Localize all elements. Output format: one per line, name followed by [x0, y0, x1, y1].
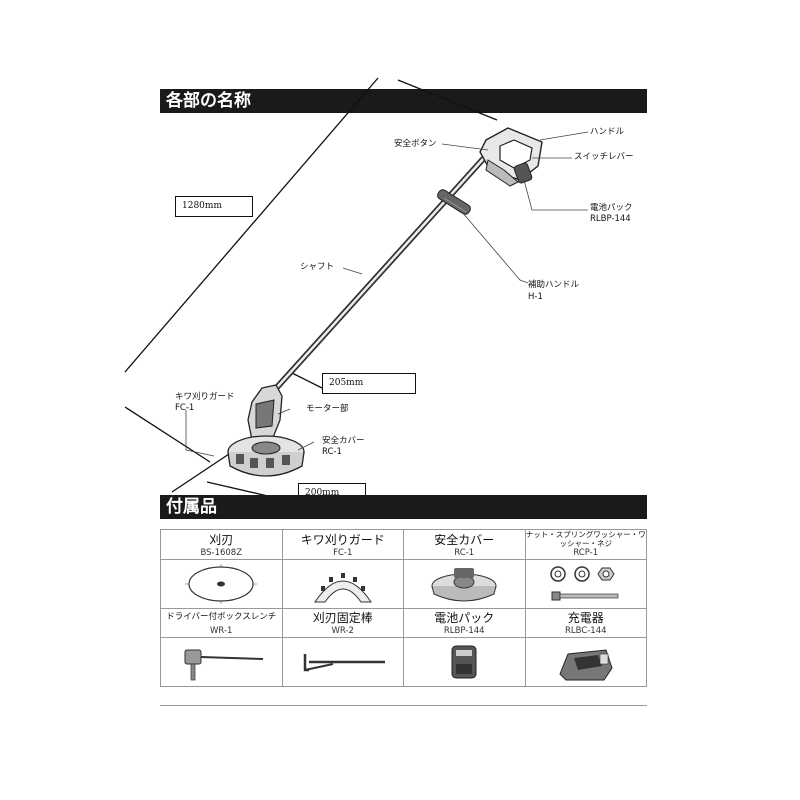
handle-assembly	[479, 127, 543, 187]
battery-on-tool	[513, 162, 533, 184]
label-battery-name: 電池パック	[590, 203, 633, 213]
acc-code-edge-guard: FC-1	[281, 548, 404, 560]
safety-cover-icon	[431, 568, 497, 602]
section-title-parts: 各部の名称	[160, 89, 647, 113]
nut-washer-bolt-icon	[550, 566, 619, 601]
dimension-line-head-left	[124, 406, 211, 463]
edge-guard-icon	[313, 573, 372, 603]
acc-name-blade: 刈刃	[160, 529, 283, 548]
section-title-accessories: 付属品	[160, 495, 647, 519]
box-wrench-icon	[184, 649, 264, 681]
fixing-rod-icon	[303, 654, 385, 672]
dimension-line-top	[397, 79, 498, 121]
label-safety-button: 安全ボタン	[394, 139, 437, 149]
dimension-head-length: 205mm	[322, 373, 416, 394]
accessories-table: 刈刃 キワ刈りガード 安全カバー ナット・スプリングワッシャー・ワッシャー・ネジ…	[160, 529, 647, 687]
acc-code-charger: RLBC-144	[524, 626, 647, 638]
acc-code-nut-set: RCP-1	[524, 548, 647, 560]
label-edge-guard-name: キワ刈りガード	[175, 392, 235, 402]
acc-code-fixing-rod: WR-2	[281, 626, 404, 638]
acc-code-safety-cover: RC-1	[403, 548, 526, 560]
acc-code-battery-pack: RLBP-144	[403, 626, 526, 638]
label-safety-cover-name: 安全カバー	[322, 436, 365, 446]
label-battery-code: RLBP-144	[590, 214, 631, 224]
acc-name-safety-cover: 安全カバー	[403, 529, 526, 548]
dimension-total-length: 1280mm	[175, 196, 253, 217]
label-motor: モーター部	[306, 404, 349, 414]
motor-head	[227, 384, 305, 477]
label-switch-lever: スイッチレバー	[574, 152, 634, 162]
dimension-line-total	[124, 77, 379, 373]
label-handle: ハンドル	[590, 127, 625, 137]
label-edge-guard-code: FC-1	[175, 403, 195, 413]
label-aux-handle-code: H-1	[528, 292, 543, 302]
acc-name-battery-pack: 電池パック	[403, 608, 526, 626]
charger-icon	[559, 649, 613, 681]
acc-code-box-wrench: WR-1	[160, 626, 283, 638]
dimension-line-head-bottom	[171, 451, 233, 493]
acc-name-edge-guard: キワ刈りガード	[281, 529, 404, 548]
battery-pack-icon	[451, 645, 477, 679]
dimension-line-head	[289, 371, 323, 389]
label-aux-handle-name: 補助ハンドル	[528, 280, 580, 290]
acc-name-charger: 充電器	[524, 608, 647, 626]
acc-code-blade: BS-1608Z	[160, 548, 283, 560]
label-shaft: シャフト	[300, 262, 335, 272]
acc-name-nut-set: ナット・スプリングワッシャー・ワッシャー・ネジ	[524, 529, 647, 548]
label-safety-cover-code: RC-1	[322, 447, 342, 457]
bottom-rule	[160, 705, 647, 706]
acc-name-fixing-rod: 刈刃固定棒	[281, 608, 404, 626]
blade-icon	[185, 564, 258, 604]
aux-handle	[437, 189, 471, 215]
acc-name-box-wrench: ドライバー付ボックスレンチ	[160, 608, 283, 626]
